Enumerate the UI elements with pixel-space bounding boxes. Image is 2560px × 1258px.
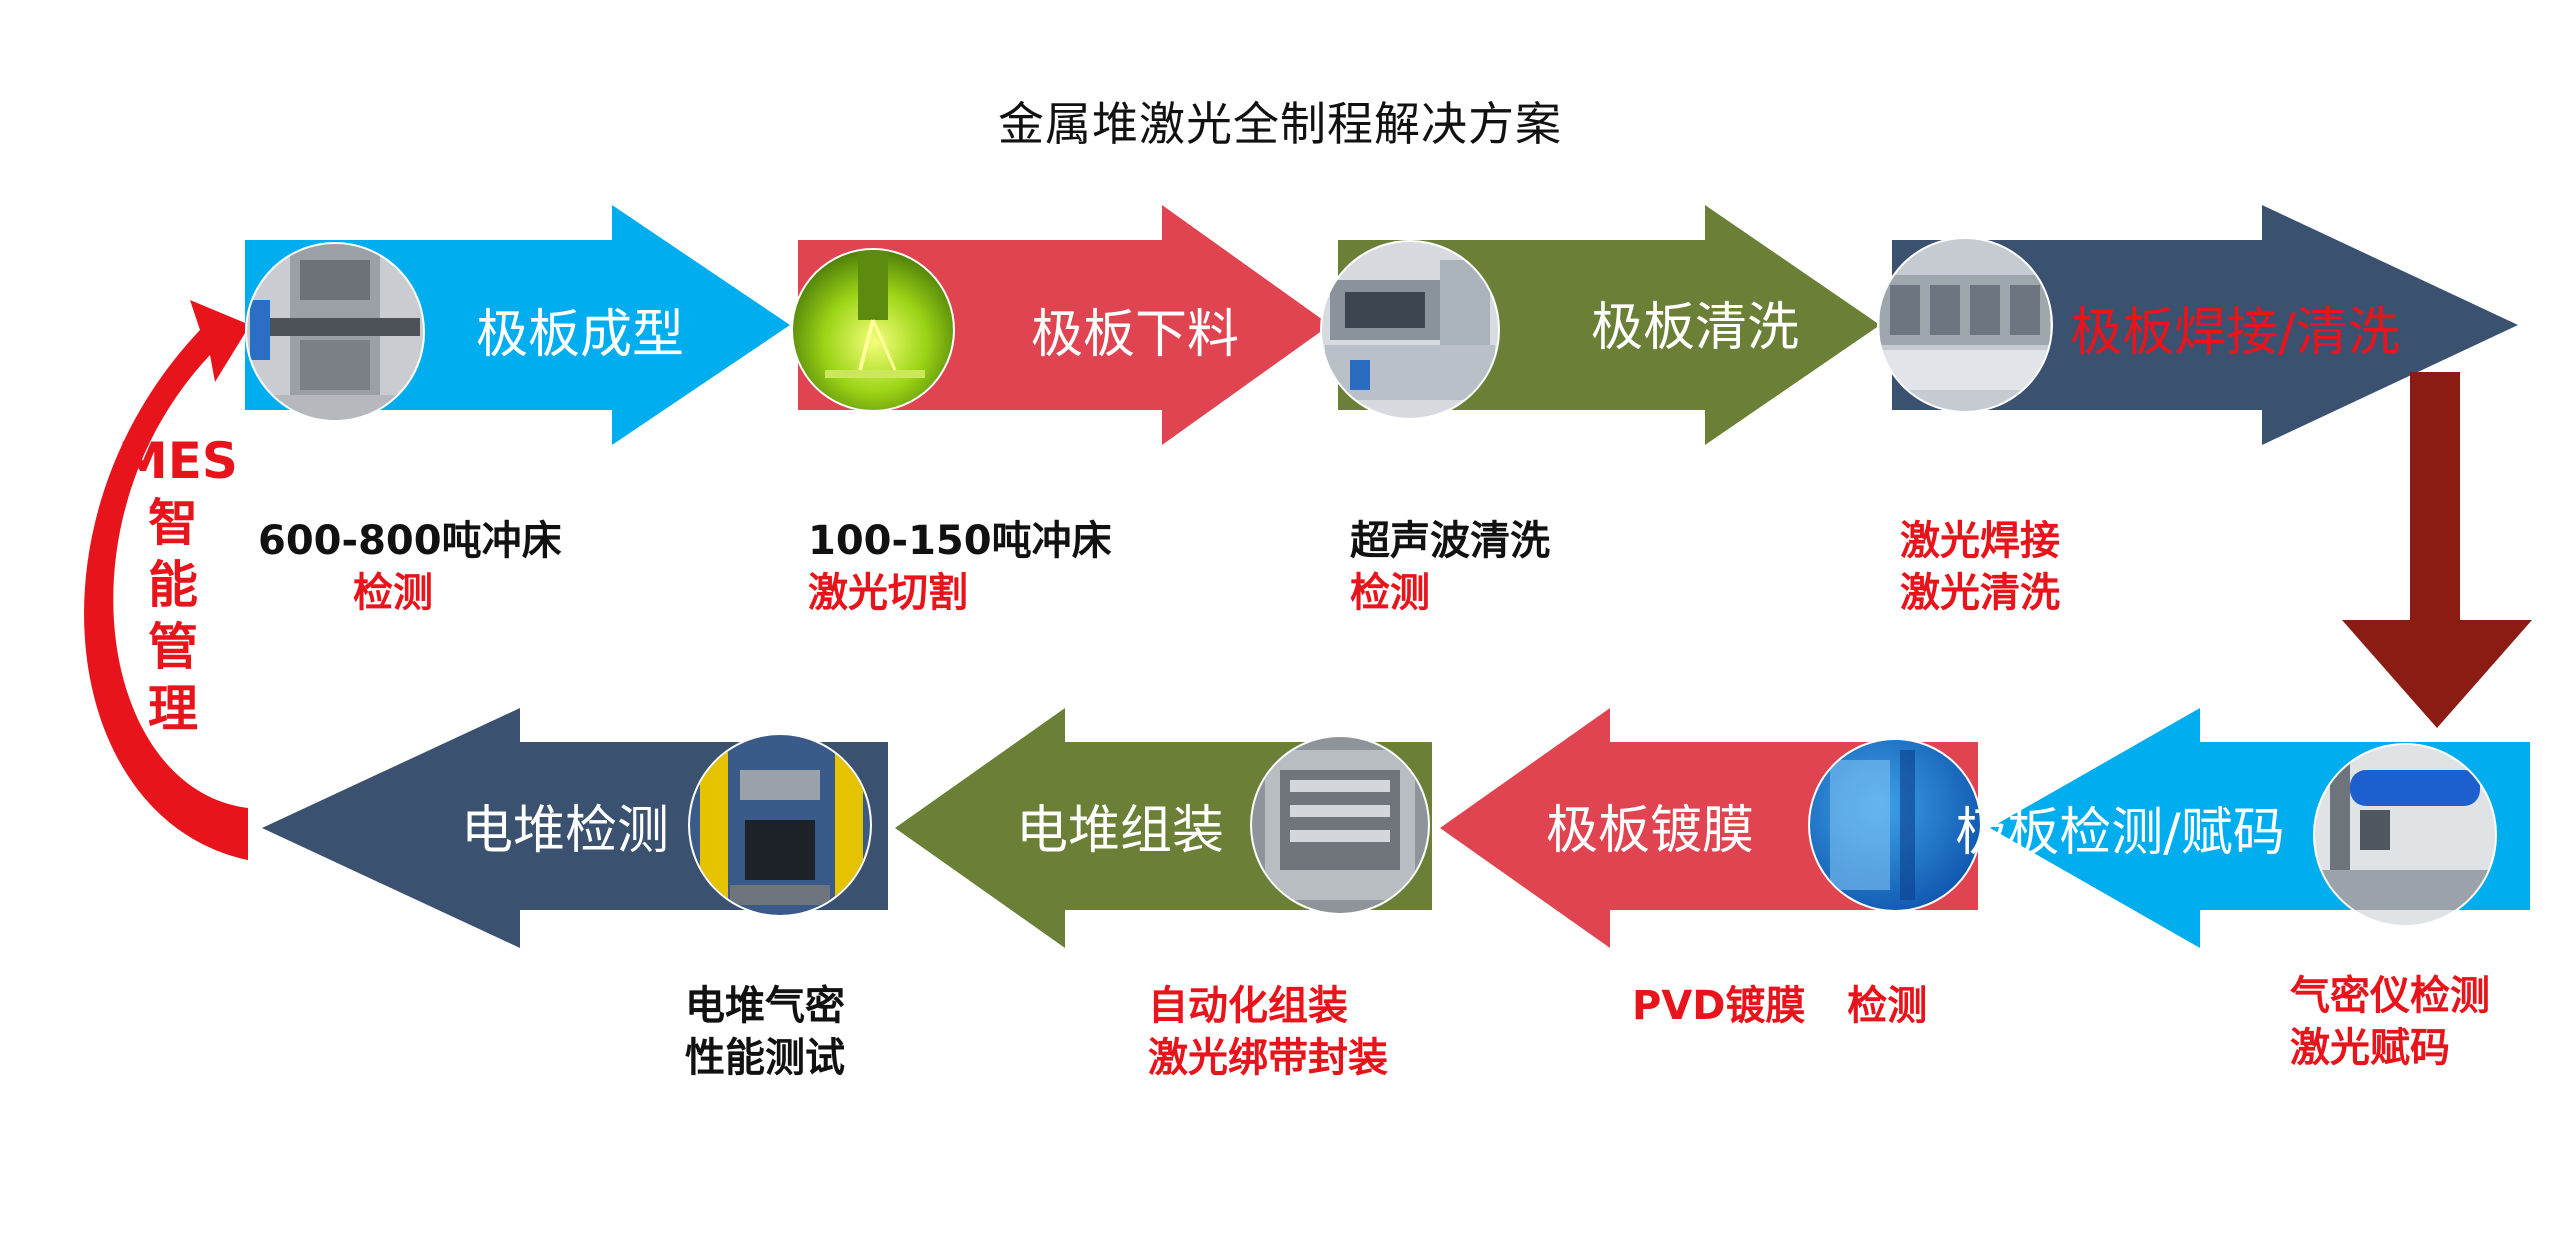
note-top-1: 600-800吨冲床 检测: [258, 515, 562, 619]
stack-assembly-photo-icon: [1250, 735, 1430, 915]
note-bottom-4: 电堆气密 性能测试: [685, 980, 845, 1084]
note-bottom-2: PVD镀膜 检测: [1632, 980, 1927, 1032]
note-top-3: 超声波清洗 检测: [1350, 515, 1550, 619]
note-line: 激光焊接: [1900, 518, 2060, 564]
mes-line1: MES: [118, 432, 238, 490]
note-line: 气密仪检测: [2290, 973, 2490, 1019]
note-line: 激光切割: [808, 570, 968, 616]
arrow-top-4: [1892, 205, 2518, 445]
mes-char: 智: [148, 494, 198, 552]
mes-char: 理: [148, 680, 198, 738]
note-line: 激光绑带封装: [1148, 1035, 1388, 1081]
note-line: 激光赋码: [2290, 1025, 2450, 1071]
note-top-4: 激光焊接 激光清洗: [1900, 515, 2060, 619]
note-line: 600-800吨冲床: [258, 518, 562, 564]
note-line: 检测: [1350, 570, 1430, 616]
arrow-down: [2342, 372, 2532, 728]
note-line: PVD镀膜 检测: [1632, 983, 1928, 1029]
page-title: 金属堆激光全制程解决方案: [998, 97, 1562, 151]
step-label-7: 电堆组装: [1016, 801, 1224, 861]
note-line: 电堆气密: [685, 983, 845, 1029]
mes-char: 管: [148, 618, 198, 676]
pvd-coating-photo-icon: [1808, 738, 1982, 912]
laser-cutting-photo-icon: [791, 248, 955, 412]
mes-label: MES 智 能 管 理: [118, 430, 238, 740]
note-line: 自动化组装: [1148, 983, 1348, 1029]
note-line: 100-150吨冲床: [808, 518, 1112, 564]
note-line: 性能测试: [685, 1035, 845, 1081]
press-machine-photo-icon: [245, 242, 425, 422]
note-bottom-1: 气密仪检测 激光赋码: [2290, 970, 2490, 1074]
step-label-8: 电堆检测: [461, 801, 669, 861]
mes-feedback-arrow: [84, 300, 250, 860]
note-line: 激光清洗: [1900, 570, 2060, 616]
laser-marker-photo-icon: [2313, 743, 2497, 927]
note-top-2: 100-150吨冲床 激光切割: [808, 515, 1112, 619]
welding-line-photo-icon: [1877, 237, 2053, 413]
note-line: 检测: [353, 570, 433, 616]
ultrasonic-cleaner-photo-icon: [1320, 240, 1500, 420]
mes-char: 能: [148, 556, 198, 614]
step-label-4: 极板焊接/清洗: [2070, 303, 2400, 363]
step-label-3: 极板清洗: [1591, 298, 1799, 358]
step-label-2: 极板下料: [1031, 305, 1239, 365]
step-label-6: 极板镀膜: [1546, 801, 1754, 861]
note-bottom-3: 自动化组装 激光绑带封装: [1148, 980, 1388, 1084]
stack-test-photo-icon: [688, 733, 872, 917]
step-label-1: 极板成型: [476, 305, 684, 365]
step-label-5: 极板检测/赋码: [1955, 803, 2285, 863]
note-line: 超声波清洗: [1350, 518, 1550, 564]
